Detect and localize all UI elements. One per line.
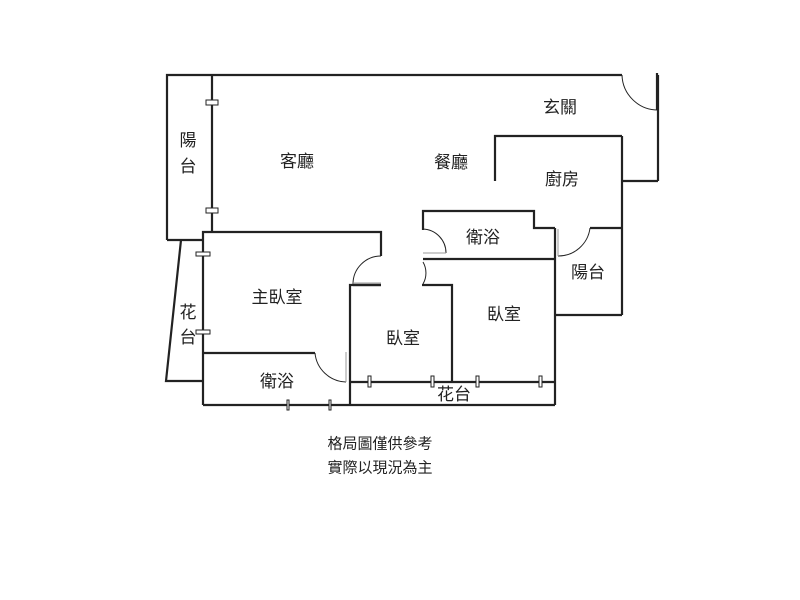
kitchen-label: 廚房 xyxy=(545,169,579,190)
master-bedroom-label: 主臥室 xyxy=(252,288,303,308)
windows xyxy=(195,99,543,411)
south-planter-label: 花台 xyxy=(437,385,471,405)
entrance-label: 玄關 xyxy=(543,98,577,118)
bathroom-label: 衛浴 xyxy=(466,228,500,248)
bedroom-1-label: 臥室 xyxy=(386,329,420,349)
disclaimer-line-1: 格局圖僅供參考 xyxy=(327,435,432,453)
room-labels: 陽 台 客廳 餐廳 玄關 廚房 衛浴 陽台 主臥室 花 台 臥室 臥室 衛浴 花… xyxy=(180,98,606,405)
walls xyxy=(164,73,660,407)
west-balcony-label-2: 台 xyxy=(180,157,197,177)
west-planter-label-2: 台 xyxy=(180,328,197,348)
bedroom-2-label: 臥室 xyxy=(487,305,521,325)
living-room-label: 客廳 xyxy=(280,152,314,172)
master-bathroom-label: 衛浴 xyxy=(260,372,294,392)
disclaimer-line-2: 實際以現況為主 xyxy=(327,459,432,477)
west-planter-label-1: 花 xyxy=(180,303,197,323)
west-balcony-label-1: 陽 xyxy=(180,131,197,151)
kitchen-balcony-label: 陽台 xyxy=(571,263,605,283)
dining-room-label: 餐廳 xyxy=(434,153,468,173)
doors xyxy=(314,73,659,383)
